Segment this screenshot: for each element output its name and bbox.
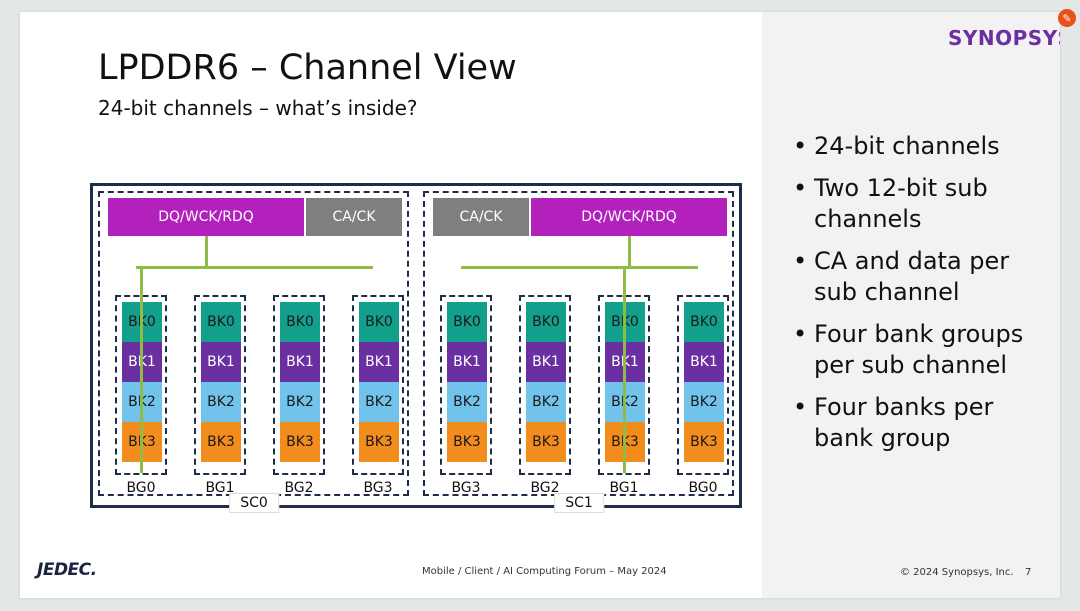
page-number: 7 [1025,567,1032,578]
bullet-item: Four banks per bank group [790,392,1052,454]
connector-drop-line [623,267,626,473]
bank-bk0: BK0 [201,302,241,342]
slide: LPDDR6 – Channel View 24-bit channels – … [20,12,1060,598]
connector-stub [628,236,631,267]
bank-group-label: BG3 [451,480,481,496]
bank-bk2: BK2 [201,382,241,422]
bullet-item: 24-bit channels [790,131,1052,162]
bank-group-label: BG2 [284,480,314,496]
bank-bk2: BK2 [280,382,320,422]
dq-wck-rdq-bus: DQ/WCK/RDQ [531,198,727,236]
bank-bk2: BK2 [359,382,399,422]
bank-bk0: BK0 [447,302,487,342]
connector-drop-line [140,267,143,473]
bank-group-label: BG3 [363,480,393,496]
bank-bk3: BK3 [359,422,399,462]
bank-bk2: BK2 [526,382,566,422]
bank-bk0: BK0 [359,302,399,342]
bank-bk3: BK3 [684,422,724,462]
bullet-list: 24-bit channels Two 12-bit sub channels … [790,131,1052,465]
jedec-logo: JEDEC. [37,560,97,580]
bank-bk2: BK2 [684,382,724,422]
dq-wck-rdq-bus: DQ/WCK/RDQ [108,198,304,236]
channel-diagram: DQ/WCK/RDQCA/CKBK0BK1BK2BK3BG0BK0BK1BK2B… [90,183,742,513]
app-badge-icon[interactable]: ✎ [1058,9,1076,27]
subchannel-label: SC0 [229,493,279,513]
connector-stub [205,236,208,267]
bank-bk1: BK1 [201,342,241,382]
footer-copyright: © 2024 Synopsys, Inc. [900,567,1014,578]
bank-bk0: BK0 [526,302,566,342]
connector-bus-line [461,266,698,269]
ca-ck-bus: CA/CK [433,198,529,236]
slide-title: LPDDR6 – Channel View [98,48,517,88]
bank-bk1: BK1 [526,342,566,382]
bank-bk3: BK3 [526,422,566,462]
channel-frame [90,183,742,508]
footer-event: Mobile / Client / AI Computing Forum – M… [422,566,667,577]
bank-bk0: BK0 [684,302,724,342]
bank-group-label: BG0 [688,480,718,496]
bank-bk1: BK1 [280,342,320,382]
bank-bk2: BK2 [447,382,487,422]
bullet-item: Two 12-bit sub channels [790,173,1052,235]
bank-bk1: BK1 [447,342,487,382]
bullet-item: CA and data per sub channel [790,246,1052,308]
bank-bk3: BK3 [447,422,487,462]
bank-group-label: BG2 [530,480,560,496]
bank-bk0: BK0 [280,302,320,342]
bank-bk3: BK3 [201,422,241,462]
subchannel-label: SC1 [554,493,604,513]
slide-subtitle: 24-bit channels – what’s inside? [98,96,418,120]
logo-text: SYNOPSYS [948,26,1060,50]
bank-bk3: BK3 [280,422,320,462]
connector-bus-line [136,266,373,269]
bank-group-label: BG1 [205,480,235,496]
bank-group-label: BG0 [126,480,156,496]
synopsys-logo: SYNOPSYS® [948,26,1060,50]
ca-ck-bus: CA/CK [306,198,402,236]
bank-bk1: BK1 [359,342,399,382]
bank-group-label: BG1 [609,480,639,496]
bank-bk1: BK1 [684,342,724,382]
bullet-item: Four bank groups per sub channel [790,319,1052,381]
